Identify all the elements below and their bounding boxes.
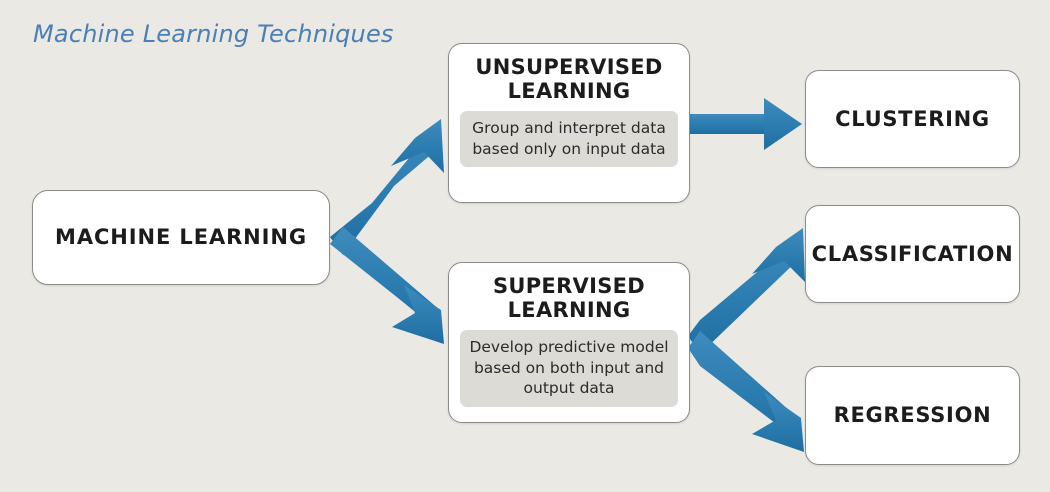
node-classification-label: CLASSIFICATION [811,241,1014,266]
node-unsupervised-learning[interactable]: UNSUPERVISED LEARNING Group and interpre… [448,43,690,203]
node-clustering[interactable]: CLUSTERING [805,70,1020,168]
arrow-ml-to-unsupervised [330,119,444,255]
node-machine-learning[interactable]: MACHINE LEARNING [32,190,330,285]
node-unsupervised-learning-label: UNSUPERVISED LEARNING [475,55,663,104]
node-machine-learning-label: MACHINE LEARNING [55,225,307,250]
node-supervised-learning[interactable]: SUPERVISED LEARNING Develop predictive m… [448,262,690,423]
node-regression[interactable]: REGRESSION [805,366,1020,465]
node-unsupervised-learning-description: Group and interpret data based only on i… [460,111,678,168]
node-supervised-learning-label: SUPERVISED LEARNING [492,274,646,323]
arrow-supervised-to-classification [688,228,805,354]
arrow-supervised-to-regression [688,331,804,452]
page-title: Machine Learning Techniques [33,20,394,48]
node-classification[interactable]: CLASSIFICATION [805,205,1020,303]
arrow-ml-to-supervised [330,227,444,344]
node-clustering-label: CLUSTERING [835,106,990,131]
arrow-unsupervised-to-clustering [688,98,802,150]
node-regression-label: REGRESSION [833,403,992,428]
node-supervised-learning-description: Develop predictive model based on both i… [460,330,678,407]
